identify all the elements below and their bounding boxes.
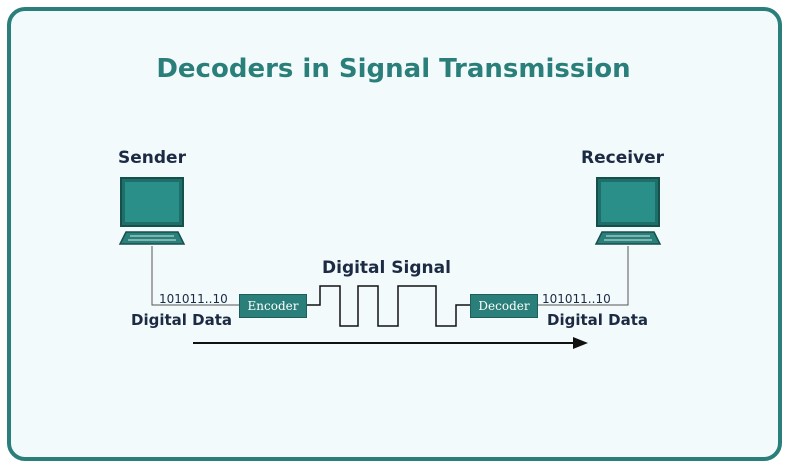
arrow-head-icon xyxy=(573,337,588,349)
digital-data-label-right: Digital Data xyxy=(547,311,648,329)
digital-data-bits-left: 101011..10 xyxy=(159,292,228,306)
receiver-label: Receiver xyxy=(581,148,665,168)
digital-signal-label: Digital Signal xyxy=(322,258,451,278)
digital-signal-wave xyxy=(306,285,470,327)
sender-connector xyxy=(151,246,239,306)
sender-label: Sender xyxy=(118,148,186,168)
receiver-computer-icon xyxy=(594,177,662,245)
sender-computer-icon xyxy=(118,177,186,245)
decoder-box: Decoder xyxy=(470,294,538,318)
digital-data-label-left: Digital Data xyxy=(131,311,232,329)
receiver-connector xyxy=(537,246,629,306)
encoder-box: Encoder xyxy=(239,294,307,318)
page-title: Decoders in Signal Transmission xyxy=(156,54,631,84)
digital-data-bits-right: 101011..10 xyxy=(542,292,611,306)
